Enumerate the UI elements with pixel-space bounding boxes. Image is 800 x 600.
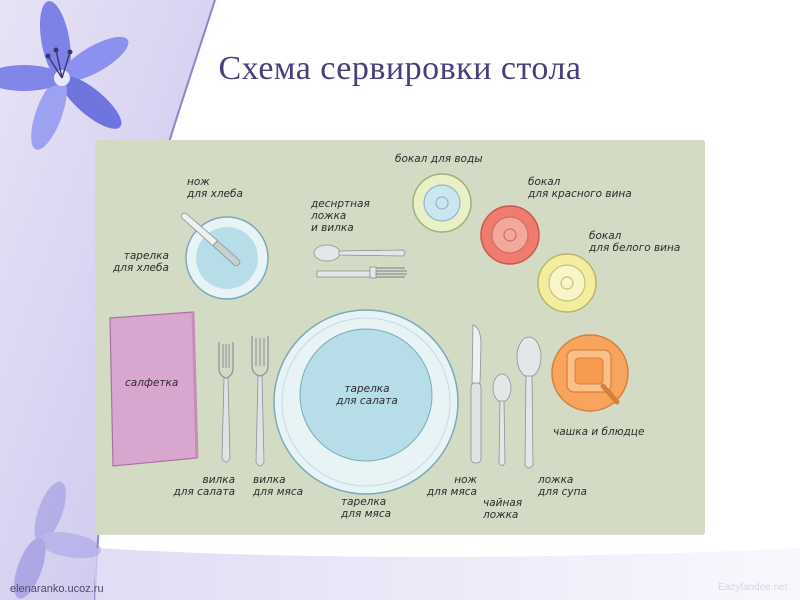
- dessert-fork: [316, 266, 407, 279]
- salad-fork: [218, 342, 234, 463]
- source-credit: elenaranko.ucoz.ru: [10, 583, 104, 595]
- meat-knife: [470, 324, 482, 464]
- red-wine-glass: [480, 205, 540, 265]
- table-setting-illustration: [109, 173, 629, 495]
- bottom-decor-band: [95, 548, 800, 600]
- label-napkin: салфетка: [125, 377, 179, 389]
- soup-spoon: [516, 336, 542, 469]
- lily-flower-icon: [0, 1, 129, 150]
- page-title: Схема сервировки стола: [218, 50, 582, 87]
- meat-fork: [251, 336, 269, 467]
- watermark-credit: Eazyfandee.net: [718, 582, 788, 593]
- cup-and-saucer: [551, 334, 629, 412]
- label-water-glass: бокал для воды: [395, 153, 483, 165]
- water-glass: [412, 173, 472, 233]
- napkin: [109, 311, 199, 467]
- bread-knife: [180, 212, 241, 267]
- bottom-flower-icon: [14, 481, 102, 599]
- white-wine-glass: [537, 253, 597, 313]
- salad-plate: [299, 328, 433, 462]
- dessert-spoon: [313, 244, 406, 262]
- tea-spoon: [492, 373, 512, 466]
- label-cup-and-saucer: чашка и блюдце: [553, 426, 645, 438]
